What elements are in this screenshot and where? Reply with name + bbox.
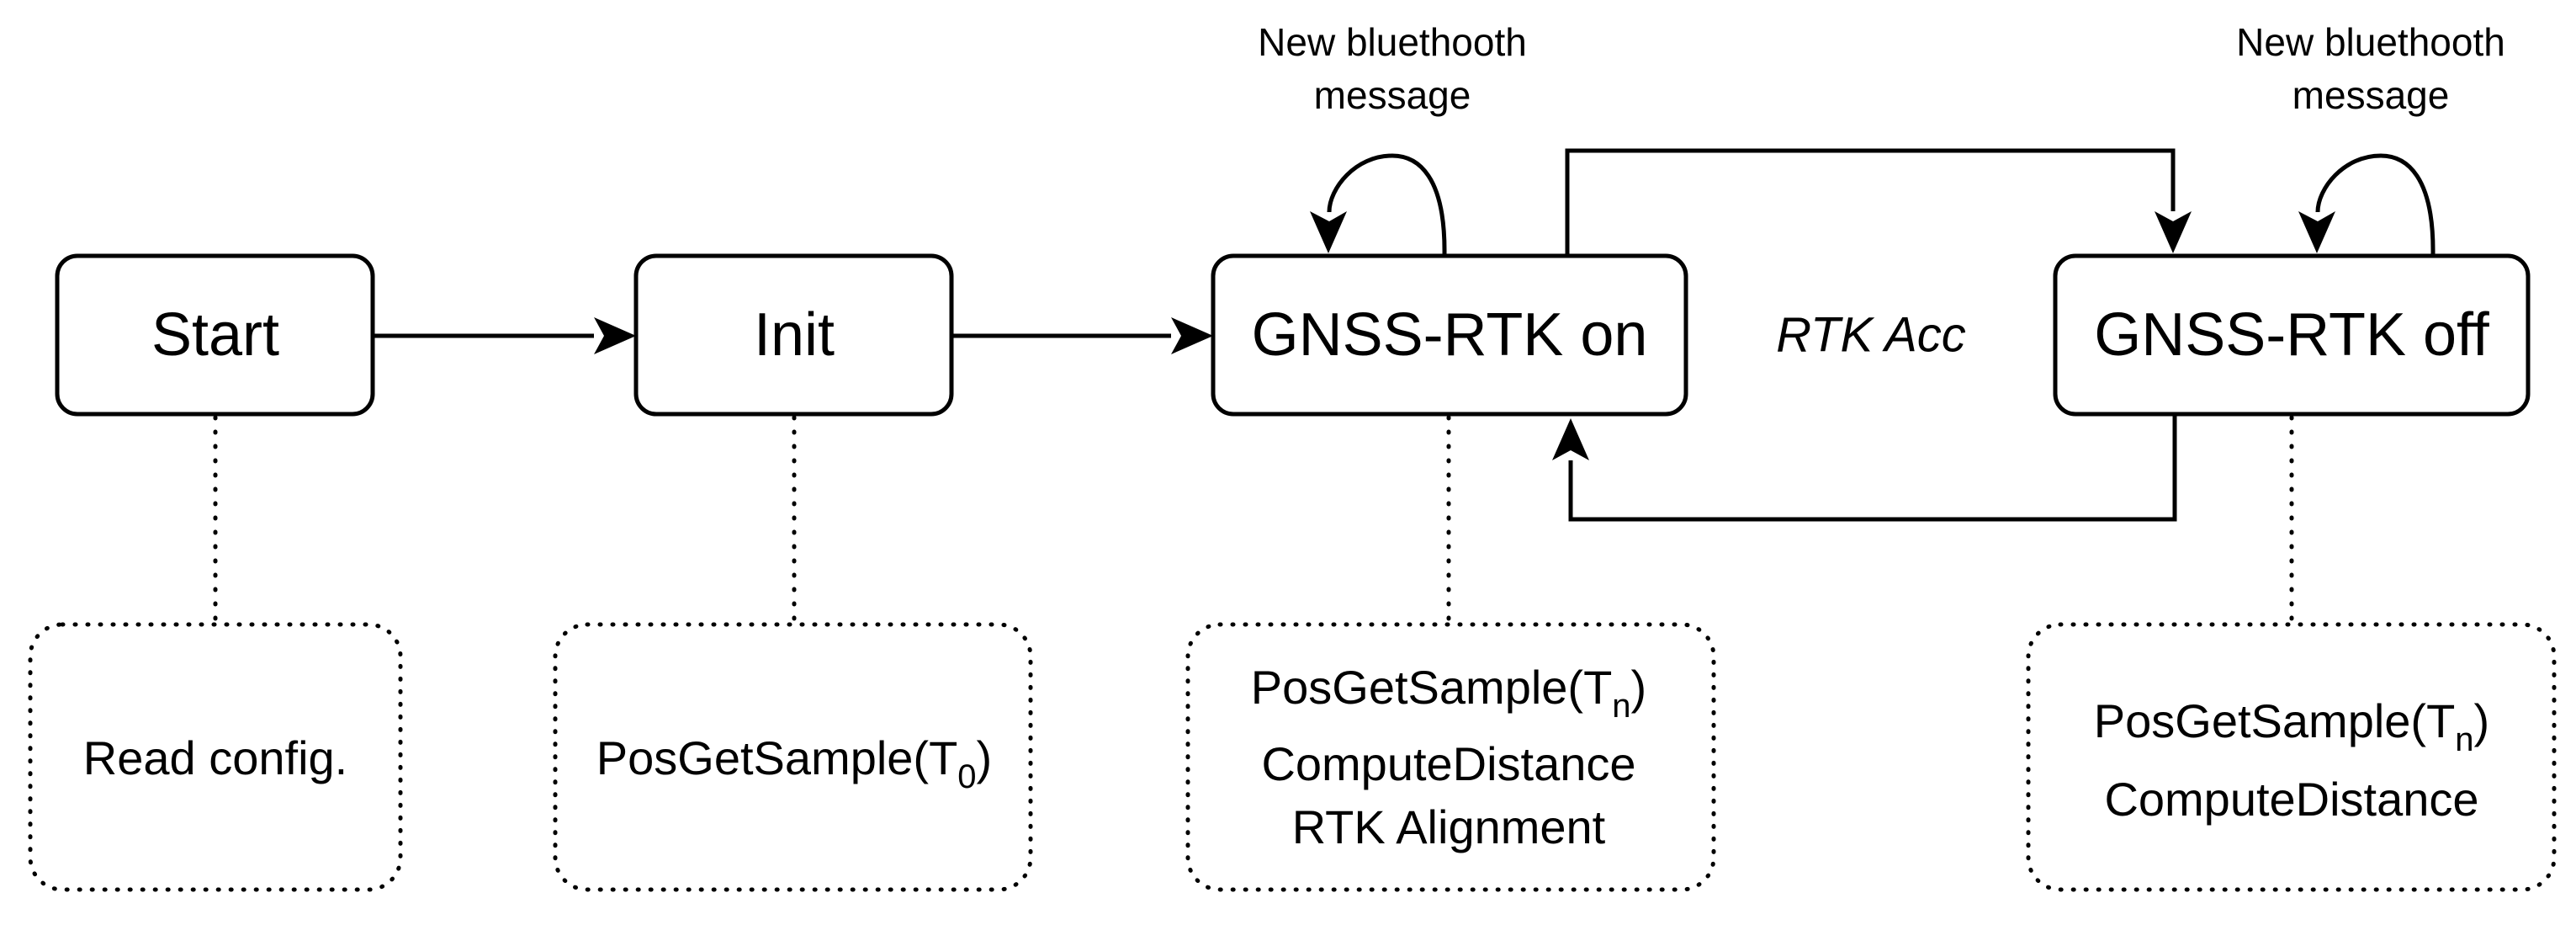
state-start: Start [55,253,375,417]
state-gnss-rtk-off-label: GNSS-RTK off [2094,301,2489,369]
note-gnss-rtk-off: PosGetSample(Tn) ComputeDistance [2026,622,2557,892]
note-start-text: Read config. [83,731,347,784]
note-init-text-prefix: PosGetSample(T [596,731,958,784]
note-start: Read config. [28,622,403,892]
note-rtk-off-line1-subscript: n [2455,721,2473,758]
note-init-text: PosGetSample(T0) [596,731,992,795]
self-loop-rtk-off-label-line2: message [2292,73,2450,117]
state-init-label: Init [754,301,835,369]
note-init-text-subscript: 0 [957,758,976,795]
self-loop-rtk-off [2298,153,2436,255]
state-gnss-rtk-on-label: GNSS-RTK on [1252,301,1648,369]
note-rtk-on-line1-subscript: n [1612,688,1630,725]
edge-start-to-init [374,317,636,354]
note-rtk-on-line1-prefix: PosGetSample(T [1251,661,1613,714]
note-rtk-on-line2: ComputeDistance [1261,737,1635,790]
note-rtk-on-line1-suffix: ) [1631,661,1647,714]
note-rtk-off-line2: ComputeDistance [2104,773,2478,826]
note-rtk-off-line1-suffix: ) [2474,694,2490,747]
note-rtk-on-line1: PosGetSample(Tn) [1251,661,1646,725]
state-start-label: Start [151,301,279,369]
self-loop-rtk-off-label-line1: New bluethooth [2236,20,2505,64]
edge-init-to-rtk-on [951,317,1213,354]
edge-rtk-off-to-rtk-on [1552,416,2177,522]
note-init: PosGetSample(T0) [553,622,1033,892]
self-loop-rtk-on [1310,153,1447,255]
note-rtk-on-line3: RTK Alignment [1292,800,1606,853]
state-gnss-rtk-off: GNSS-RTK off [2053,253,2531,417]
transition-label-rtk-acc: RTK Acc [1776,308,1966,363]
state-gnss-rtk-on: GNSS-RTK on [1211,253,1688,417]
self-loop-rtk-on-label-line1: New bluethooth [1258,20,1527,64]
note-init-text-suffix: ) [977,731,993,784]
edge-rtk-on-to-rtk-off [1565,148,2192,256]
self-loop-rtk-on-label-line2: message [1314,73,1471,117]
state-init: Init [633,253,954,417]
note-rtk-off-line1-prefix: PosGetSample(T [2094,694,2456,747]
note-gnss-rtk-on: PosGetSample(Tn) ComputeDistance RTK Ali… [1185,622,1716,892]
note-rtk-off-line1: PosGetSample(Tn) [2094,694,2489,758]
